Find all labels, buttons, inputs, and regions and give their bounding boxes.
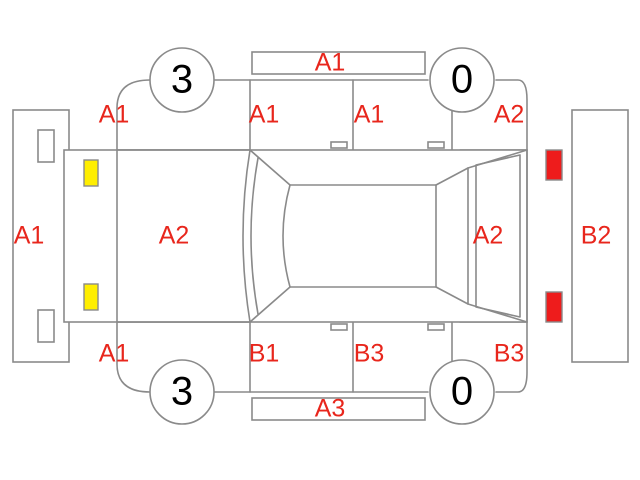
tire-top-left <box>149 47 215 113</box>
front-bumper-vent-bottom <box>37 309 55 343</box>
hood-panel <box>116 149 251 323</box>
windshield <box>249 149 291 323</box>
label-hood: A2 <box>159 222 190 250</box>
top-front-handle <box>330 141 348 149</box>
label-roof-top: A1 <box>315 49 346 77</box>
windshield-inner <box>250 157 259 315</box>
rear-window <box>435 167 469 305</box>
label-top-left-fender: A1 <box>99 101 130 129</box>
front-bumper-vent-top <box>37 129 55 163</box>
front-light-bottom <box>83 283 99 311</box>
top-rear-handle <box>427 141 445 149</box>
label-bottom-front-door: B1 <box>249 340 280 368</box>
label-bottom-rear-door: B3 <box>354 340 385 368</box>
rear-bumper-outline <box>571 109 629 363</box>
rocker-strip <box>251 397 426 421</box>
bottom-rear-handle <box>427 323 445 331</box>
label-top-front-door: A1 <box>249 101 280 129</box>
label-front-bumper: A1 <box>14 222 45 250</box>
label-bottom-left-fender: A1 <box>99 340 130 368</box>
top-side-silhouette <box>116 79 528 151</box>
label-rear-bumper: B2 <box>581 222 612 250</box>
tire-bottom-left <box>149 359 215 425</box>
tire-bottom-right <box>429 359 495 425</box>
roof-panel <box>289 184 437 288</box>
label-trunk: A2 <box>473 222 504 250</box>
front-light-top <box>83 159 99 187</box>
roof-strip <box>251 51 426 75</box>
label-rocker-bottom: A3 <box>315 395 346 423</box>
label-bottom-right-quarter: B3 <box>494 340 525 368</box>
label-top-right-quarter: A2 <box>494 101 525 129</box>
trunk-panel <box>467 149 528 323</box>
top-view-body <box>63 149 528 323</box>
label-top-rear-door: A1 <box>354 101 385 129</box>
rear-light-top <box>545 149 563 181</box>
tire-count-top-right: 0 <box>451 58 473 102</box>
tire-count-top-left: 3 <box>171 58 193 102</box>
bottom-side-silhouette <box>116 321 528 393</box>
trunk-inner <box>475 154 521 318</box>
tire-top-right <box>429 47 495 113</box>
rear-light-bottom <box>545 291 563 323</box>
tire-count-bottom-left: 3 <box>171 370 193 414</box>
tire-count-bottom-right: 0 <box>451 370 473 414</box>
bottom-front-handle <box>330 323 348 331</box>
